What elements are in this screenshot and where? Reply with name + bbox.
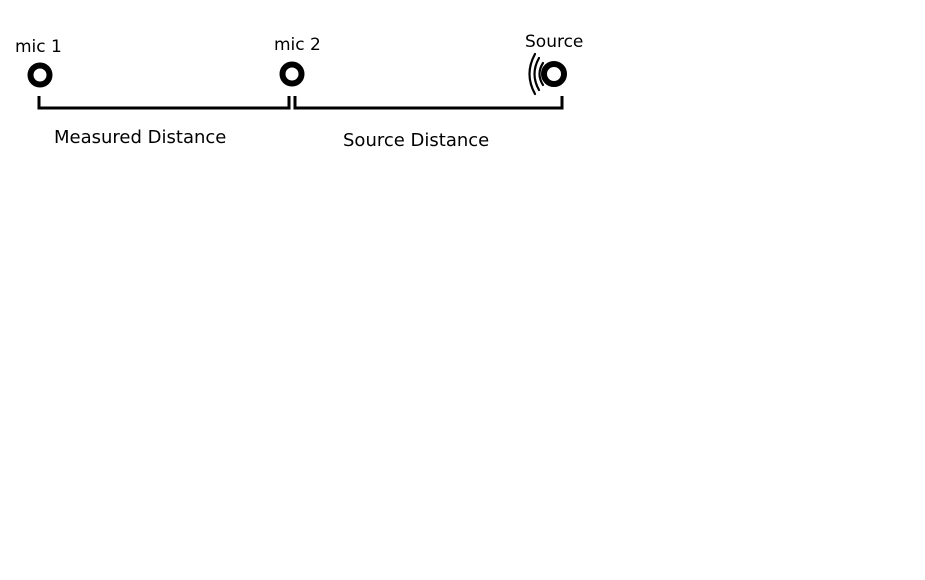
source-label: Source <box>525 32 583 52</box>
mic-1-label: mic 1 <box>15 37 62 57</box>
mic-2: mic 2 <box>274 35 321 87</box>
source-icon <box>541 61 567 87</box>
measured-distance-bracket <box>37 96 291 110</box>
source: Source <box>525 32 583 96</box>
mic-2-label: mic 2 <box>274 35 321 55</box>
mic-1: mic 1 <box>15 37 62 88</box>
mic-1-icon <box>27 62 53 88</box>
mic-2-icon <box>279 61 305 87</box>
sound-waves-icon <box>528 52 545 96</box>
measured-distance-label: Measured Distance <box>54 127 226 148</box>
source-distance-bracket <box>293 96 564 110</box>
source-distance-label: Source Distance <box>343 130 489 151</box>
